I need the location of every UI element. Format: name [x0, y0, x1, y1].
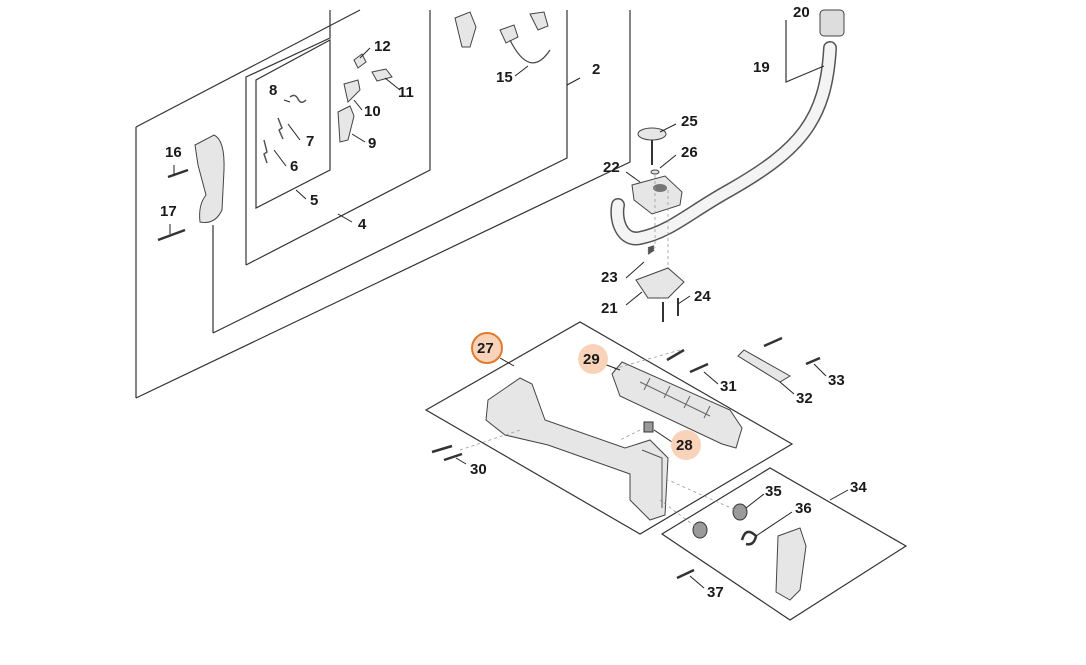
frame-assembly-2 [135, 9, 631, 399]
frame-assembly-5 [245, 10, 431, 266]
grip-29-pattern [639, 377, 711, 419]
spring-7-part [277, 117, 284, 140]
spring-8-part [289, 94, 307, 103]
callout-19[interactable]: 19 [753, 59, 770, 76]
cable-15-part [509, 39, 551, 64]
callout-35[interactable]: 35 [765, 483, 782, 500]
switch-top-2-part [529, 11, 549, 31]
screw-16-part [167, 168, 189, 179]
callout-33[interactable]: 33 [828, 372, 845, 389]
screw-30b-part [443, 452, 463, 462]
clamp-top-22-part [631, 175, 683, 215]
frame-assembly-7 [255, 38, 331, 209]
callout-29-highlight[interactable] [578, 344, 608, 374]
frame-assembly-27 [424, 321, 794, 535]
callout-37[interactable]: 37 [707, 584, 724, 601]
clamp-hole-part [653, 184, 667, 192]
callout-36[interactable]: 36 [795, 500, 812, 517]
screw-31a-part [666, 348, 685, 362]
callout-7[interactable]: 7 [306, 133, 314, 150]
callout-4[interactable]: 4 [358, 216, 367, 233]
callout-8[interactable]: 8 [269, 82, 277, 99]
callout-20[interactable]: 20 [793, 4, 810, 21]
dash-clamp [654, 175, 669, 268]
callout-2[interactable]: 2 [592, 61, 600, 78]
spring-6-part [263, 139, 268, 164]
callout-15[interactable]: 15 [496, 69, 513, 86]
part-15 [499, 24, 519, 44]
clamp-bottom-21-part [635, 267, 685, 299]
switch-top-part [454, 11, 477, 48]
part-11 [371, 68, 393, 82]
callout-28-highlight[interactable] [671, 430, 701, 460]
screw-17-part [157, 228, 186, 242]
callout-16[interactable]: 16 [165, 144, 182, 161]
handle-body-detail [641, 449, 663, 508]
callout-10[interactable]: 10 [364, 103, 381, 120]
callout-31[interactable]: 31 [720, 378, 737, 395]
callout-12[interactable]: 12 [374, 38, 391, 55]
callout-23[interactable]: 23 [601, 269, 618, 286]
callout-34[interactable]: 34 [850, 479, 867, 496]
callout-22[interactable]: 22 [603, 159, 620, 176]
leader-lines [169, 47, 849, 589]
tube-handle-part [610, 9, 845, 246]
callout-21[interactable]: 21 [601, 300, 618, 317]
callout-32[interactable]: 32 [796, 390, 813, 407]
grip-29-part [611, 361, 743, 449]
callout-28[interactable]: 28 [676, 437, 693, 454]
plate-32-part [737, 349, 791, 383]
callout-27-highlight[interactable] [471, 332, 503, 364]
handle-body-27-part [485, 377, 669, 521]
plug-28-part [643, 421, 654, 433]
knob-25-part [637, 127, 667, 165]
washer-26-part [650, 169, 660, 175]
screw-31b-part [689, 362, 709, 374]
callout-17[interactable]: 17 [160, 203, 177, 220]
callout-27[interactable]: 27 [477, 340, 494, 357]
callout-25[interactable]: 25 [681, 113, 698, 130]
spring-23-part [647, 245, 655, 255]
callout-9[interactable]: 9 [368, 135, 376, 152]
callout-6[interactable]: 6 [290, 158, 298, 175]
frame-assembly-20 [785, 20, 825, 83]
screw-33b-part [805, 356, 821, 366]
clip-36-part [740, 530, 758, 546]
lever-9-part [337, 105, 355, 143]
callout-24[interactable]: 24 [694, 288, 711, 305]
callout-11[interactable]: 11 [398, 84, 414, 101]
screw-33a-part [763, 336, 783, 348]
part-12 [353, 53, 367, 69]
dash-lower [459, 349, 741, 531]
cover-34-part [775, 527, 807, 601]
callout-29[interactable]: 29 [583, 351, 600, 368]
frame-assembly-4 [212, 10, 568, 334]
frame-assembly-34 [660, 467, 908, 621]
screw-30a-part [431, 444, 453, 454]
callout-30[interactable]: 30 [470, 461, 487, 478]
lever-10-part [343, 79, 361, 103]
callout-26[interactable]: 26 [681, 144, 698, 161]
handle-half-part [194, 134, 225, 223]
callout-5[interactable]: 5 [310, 192, 318, 209]
screw-37-part [676, 568, 695, 580]
